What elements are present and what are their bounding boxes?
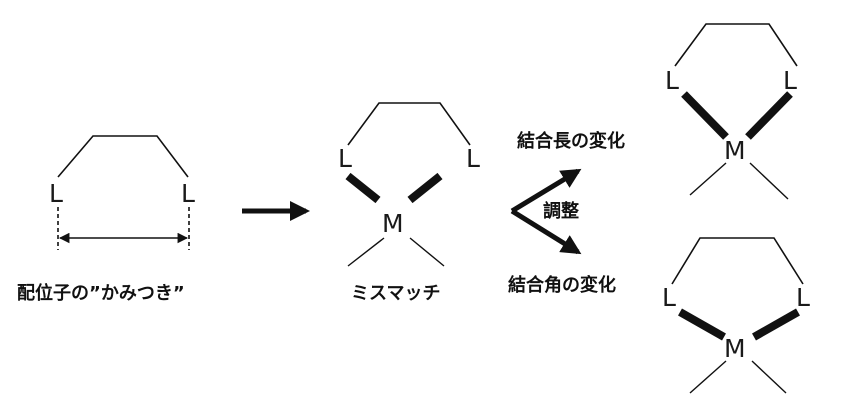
ligand-atom-left: L — [338, 144, 352, 173]
ligand-atom-right: L — [181, 179, 195, 208]
bond-right — [752, 308, 800, 341]
bond-lower-left — [347, 237, 385, 267]
ligand-backbone — [347, 102, 471, 146]
free-ligand-group: L L 配位子の”かみつき” — [17, 135, 195, 304]
bite-caption: 配位子の”かみつき” — [17, 282, 185, 304]
bond-angle-caption: 結合角の変化 — [508, 274, 616, 296]
mismatch-complex-group: L L M ミスマッチ — [338, 102, 480, 304]
ligand-atom-right: L — [783, 66, 797, 95]
bond-lower-left — [689, 162, 727, 196]
bond-length-caption: 結合長の変化 — [517, 130, 625, 152]
bond-length-complex-group: L L M — [665, 23, 798, 200]
bond-lower-left — [689, 360, 727, 394]
arrow-to-bond-angle — [510, 208, 582, 255]
adjustment-branch: 調整 結合長の変化 結合角の変化 — [508, 130, 625, 296]
ligand-atom-left: L — [49, 179, 63, 208]
ligand-backbone — [674, 23, 798, 67]
bond-left — [681, 91, 729, 140]
bond-left — [678, 308, 726, 341]
metal-atom: M — [382, 209, 404, 238]
ligand-atom-right: L — [796, 283, 810, 312]
ligand-backbone — [57, 135, 189, 178]
bond-angle-complex-group: L L M — [662, 237, 810, 394]
ligand-atom-right: L — [466, 144, 480, 173]
arrow-to-bond-length — [510, 168, 582, 214]
bond-lower-right — [749, 162, 789, 200]
bond-right — [407, 172, 443, 204]
ligand-atom-left: L — [665, 66, 679, 95]
adjust-label: 調整 — [543, 200, 579, 222]
bond-lower-right — [409, 237, 445, 267]
mismatch-caption: ミスマッチ — [351, 283, 440, 304]
metal-atom: M — [724, 334, 746, 363]
bond-right — [745, 91, 793, 140]
metal-atom: M — [724, 136, 746, 165]
ligand-atom-left: L — [662, 283, 676, 312]
bond-lower-right — [751, 360, 787, 394]
bond-left — [345, 172, 381, 204]
ligand-backbone — [671, 237, 804, 285]
